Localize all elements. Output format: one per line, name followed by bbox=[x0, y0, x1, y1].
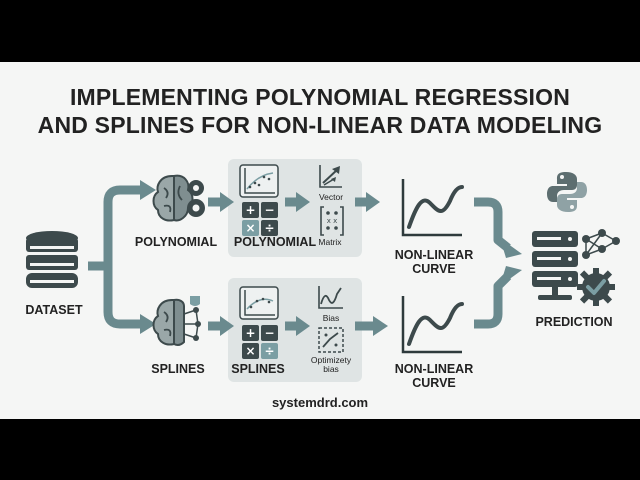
title-line-2: AND SPLINES FOR NON-LINEAR DATA MODELING bbox=[37, 112, 603, 138]
svg-text:×: × bbox=[245, 221, 255, 235]
polynomial-panel-label: POLYNOMIAL bbox=[233, 235, 317, 249]
diagram-canvas: IMPLEMENTING POLYNOMIAL REGRESSION AND S… bbox=[0, 62, 640, 419]
svg-text:+: + bbox=[245, 203, 255, 217]
svg-text:+: + bbox=[245, 326, 255, 340]
vector-label: Vector bbox=[318, 192, 344, 202]
svg-text:−: − bbox=[264, 203, 274, 217]
arrow-dataset-to-polynomial bbox=[88, 185, 140, 271]
curve-chart-icon-2 bbox=[401, 296, 464, 354]
title-line-1: IMPLEMENTING POLYNOMIAL REGRESSION bbox=[69, 84, 571, 110]
brain-gear-icon bbox=[152, 174, 205, 222]
arrow-top-to-prediction bbox=[474, 197, 511, 252]
splines-panel-label: SPLINES bbox=[231, 362, 285, 376]
top-curve-label-2: CURVE bbox=[412, 262, 456, 276]
svg-text:−: − bbox=[264, 326, 274, 340]
matrix-icon: x x bbox=[320, 206, 344, 236]
optimize-icon bbox=[318, 327, 344, 353]
top-curve-label-1: NON-LINEAR bbox=[394, 248, 474, 262]
calculator-icon: +−× ÷ bbox=[242, 202, 278, 236]
brain-network-icon bbox=[152, 296, 201, 346]
scatter-plot-icon bbox=[239, 164, 279, 198]
gear-check-icon bbox=[577, 268, 615, 306]
splines-left-label: SPLINES bbox=[151, 362, 205, 376]
scatter-plot-icon-2 bbox=[239, 286, 279, 320]
bias-label: Bias bbox=[322, 313, 340, 323]
matrix-label: Matrix bbox=[318, 237, 342, 247]
calculator-icon-2: +−× ÷ bbox=[242, 325, 278, 359]
svg-text:×: × bbox=[245, 344, 255, 358]
svg-text:÷: ÷ bbox=[264, 221, 274, 235]
polynomial-left-label: POLYNOMIAL bbox=[134, 235, 218, 249]
flow-arrows bbox=[88, 180, 522, 336]
bias-chart-icon bbox=[318, 286, 343, 309]
dataset-label: DATASET bbox=[25, 303, 83, 317]
svg-text:÷: ÷ bbox=[264, 344, 274, 358]
server-network-icon bbox=[532, 229, 620, 300]
curve-chart-icon bbox=[401, 179, 464, 237]
vector-icon bbox=[319, 165, 342, 188]
bottom-curve-label-2: CURVE bbox=[412, 376, 456, 390]
prediction-label: PREDICTION bbox=[535, 315, 613, 329]
optimize-label-2: bias bbox=[323, 364, 339, 374]
arrow-dataset-to-splines bbox=[88, 261, 140, 329]
database-icon bbox=[26, 231, 78, 288]
arrow-bottom-to-prediction bbox=[474, 272, 512, 329]
python-logo-icon bbox=[547, 172, 587, 212]
footer-url: systemdrd.com bbox=[271, 395, 369, 410]
optimize-label-1: Optimizety bbox=[310, 355, 352, 365]
bottom-curve-label-1: NON-LINEAR bbox=[394, 362, 474, 376]
svg-text:x x: x x bbox=[327, 217, 338, 225]
